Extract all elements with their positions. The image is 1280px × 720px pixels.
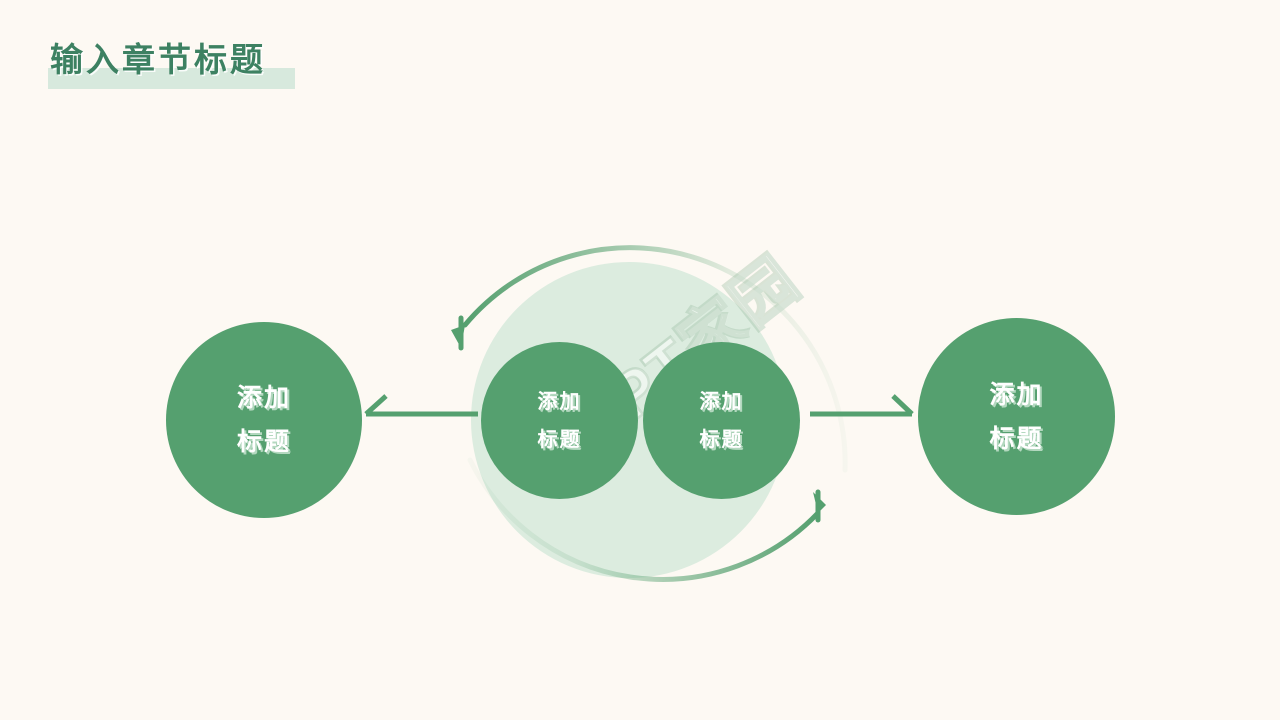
- node-circle-center-right[interactable]: 添加 标题: [643, 342, 800, 499]
- arc-bottom-icon: [467, 457, 826, 582]
- node-center-left-line2: 标题: [537, 428, 582, 451]
- section-title-text: 输入章节标题: [50, 41, 266, 78]
- arrow-left-icon: [364, 394, 478, 417]
- arrow-right-icon: [810, 394, 914, 417]
- node-center-right-line2: 标题: [699, 428, 744, 451]
- node-right-line1: 添加: [989, 380, 1044, 409]
- node-circle-right[interactable]: 添加 标题: [918, 318, 1115, 515]
- node-left-line2: 标题: [236, 428, 291, 456]
- node-right-line2: 标题: [989, 424, 1044, 453]
- node-center-right-line1: 添加: [699, 390, 744, 413]
- node-center-left-line1: 添加: [537, 390, 582, 413]
- node-left-line1: 添加: [236, 384, 291, 412]
- page-title: 输入章节标题: [48, 38, 348, 94]
- node-circle-left[interactable]: 添加 标题: [166, 322, 362, 518]
- arc-top-icon: [451, 245, 848, 473]
- node-circle-center-left[interactable]: 添加 标题: [481, 342, 638, 499]
- title-highlight-bar: [48, 68, 295, 89]
